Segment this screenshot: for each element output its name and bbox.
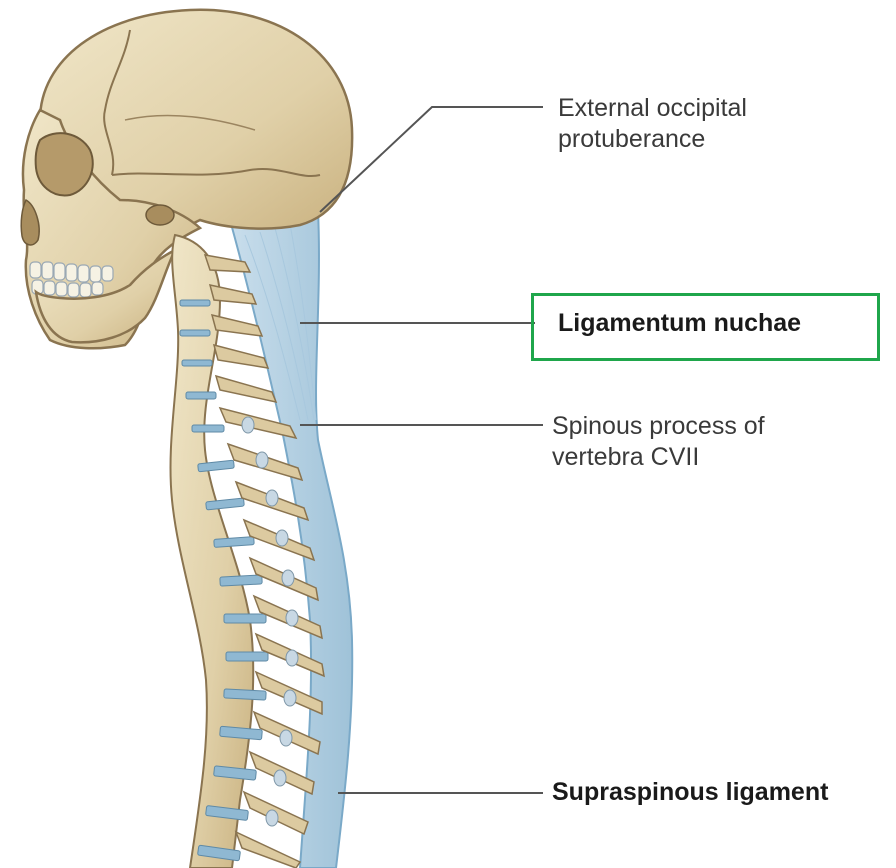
teeth bbox=[29, 261, 114, 298]
label-supraspinous-ligament: Supraspinous ligament bbox=[552, 778, 829, 806]
cranial-suture bbox=[111, 168, 321, 177]
leader-line-occipital bbox=[319, 106, 543, 213]
cranial-suture bbox=[124, 114, 256, 131]
external-acoustic-meatus bbox=[145, 204, 175, 226]
label-ligamentum-nuchae: Ligamentum nuchae bbox=[558, 309, 802, 337]
label-spinous-process-cvii: Spinous process of vertebra CVII bbox=[552, 412, 765, 471]
ligament-fibers bbox=[244, 223, 317, 421]
intervertebral-discs bbox=[179, 299, 269, 862]
nasal-cavity bbox=[20, 198, 40, 246]
cranial-suture bbox=[103, 29, 131, 176]
leader-lines bbox=[300, 106, 543, 794]
facet-joints bbox=[241, 416, 299, 827]
eye-orbit bbox=[34, 132, 94, 197]
label-external-occipital-protuberance: External occipital protuberance bbox=[558, 94, 747, 153]
highlight-box bbox=[531, 293, 880, 361]
